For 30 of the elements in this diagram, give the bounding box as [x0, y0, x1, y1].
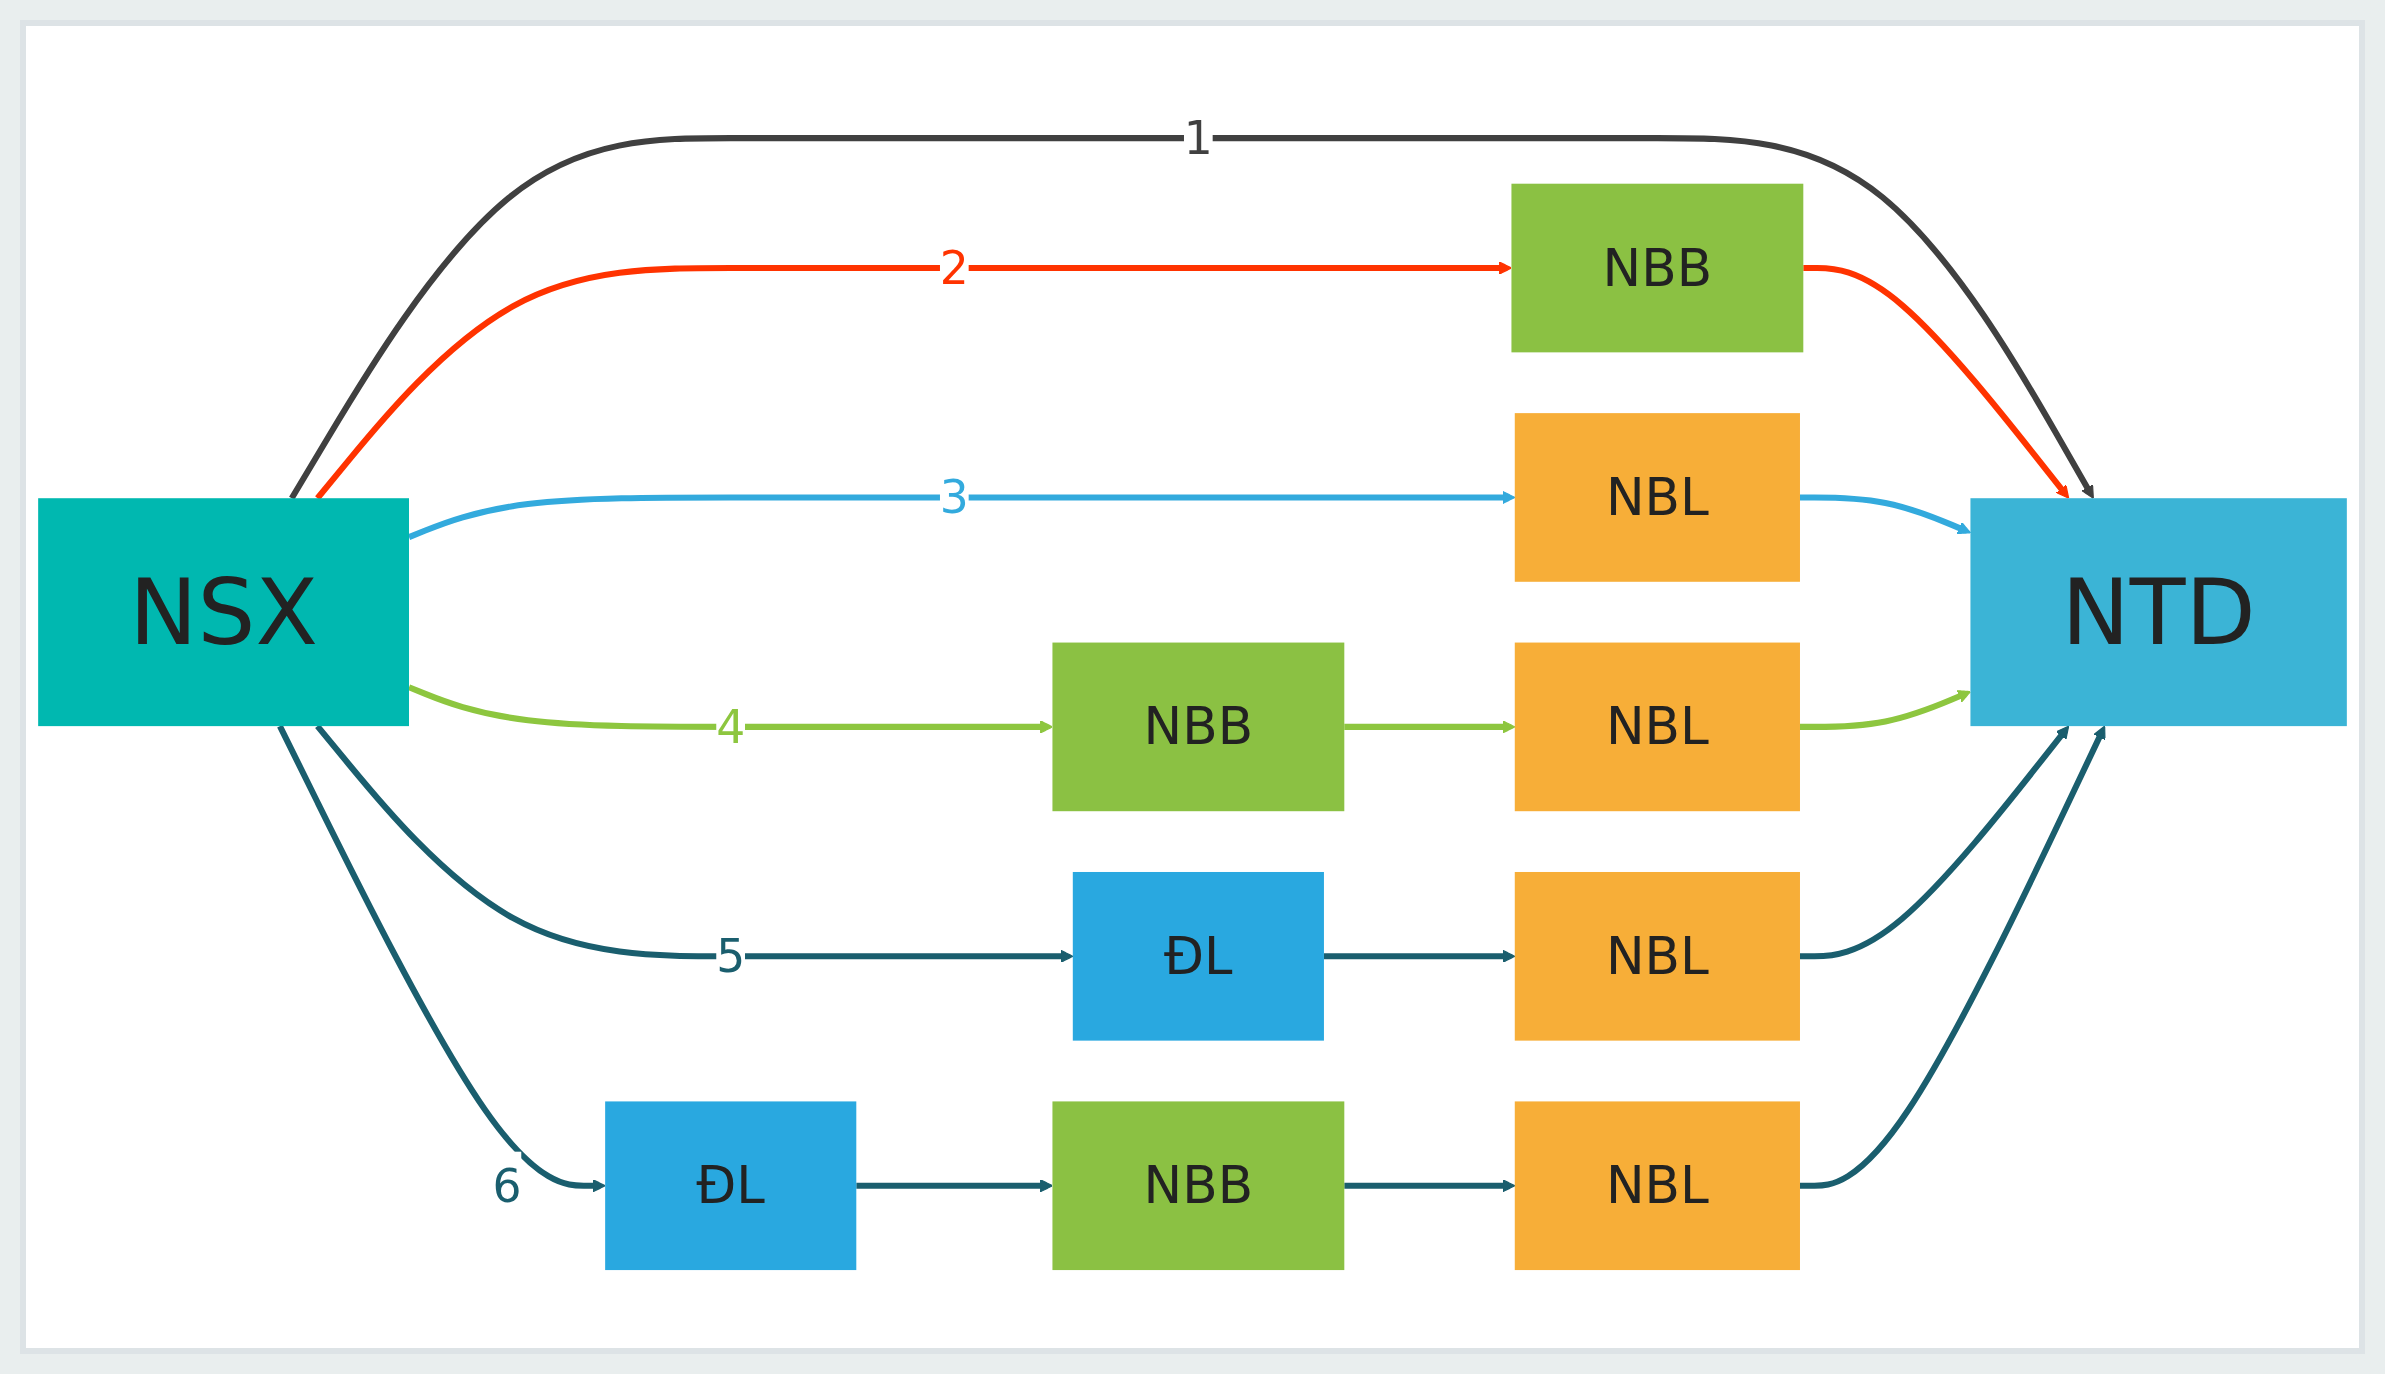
arrow	[1803, 265, 2070, 499]
edge-label: 6	[492, 1159, 522, 1213]
node-box: ĐL	[605, 1101, 857, 1271]
node-box: NBL	[1514, 1101, 1800, 1271]
arrow	[315, 724, 1074, 963]
arrow	[277, 724, 606, 1193]
node-box: NBL	[1514, 872, 1800, 1041]
arrow	[1799, 725, 2106, 1189]
edge-label: 2	[939, 241, 969, 295]
edge-label: 5	[716, 929, 746, 983]
node-box: NBB	[1511, 183, 1804, 353]
arrow	[1344, 1179, 1516, 1193]
arrow	[315, 261, 1513, 501]
node-box: NBL	[1514, 642, 1800, 812]
node-box: ĐL	[1072, 872, 1324, 1041]
arrow	[1799, 725, 2070, 960]
arrow	[1323, 949, 1516, 963]
arrow	[1799, 494, 1972, 535]
node-box: NSX	[38, 498, 409, 727]
node-box: NBB	[1052, 1101, 1345, 1271]
node-box: NBB	[1052, 642, 1345, 812]
node-box: NTD	[1970, 498, 2347, 727]
arrow	[289, 135, 2094, 500]
arrow	[856, 1179, 1054, 1193]
arrow	[1344, 720, 1516, 734]
node-box: NBL	[1514, 413, 1800, 582]
edge-label: 3	[939, 470, 969, 525]
edge-label: 4	[716, 700, 746, 754]
arrow	[1799, 690, 1972, 730]
edge-label: 1	[1183, 111, 1213, 165]
